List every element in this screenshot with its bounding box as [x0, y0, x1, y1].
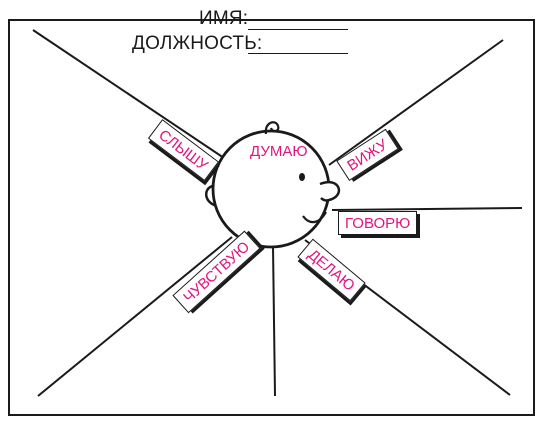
nose-icon	[319, 180, 341, 202]
sheet-frame	[8, 19, 535, 416]
eye-icon	[299, 173, 305, 181]
name-field-line[interactable]	[248, 29, 348, 30]
person-head-icon	[205, 121, 341, 249]
divider-right	[331, 207, 523, 211]
divider-top-right	[328, 39, 504, 166]
label-speak: ГОВОРЮ	[338, 211, 418, 235]
name-label: ИМЯ:	[199, 8, 249, 29]
label-thinks: ДУМАЮ	[250, 143, 308, 160]
divider-top-left	[32, 29, 225, 159]
position-field-line[interactable]	[248, 53, 348, 54]
position-label: ДОЛЖНОСТЬ:	[132, 33, 263, 54]
divider-bottom	[272, 245, 276, 397]
smile-icon	[302, 211, 327, 224]
divider-bottom-left	[37, 236, 233, 397]
hair-curl-icon	[264, 121, 280, 135]
